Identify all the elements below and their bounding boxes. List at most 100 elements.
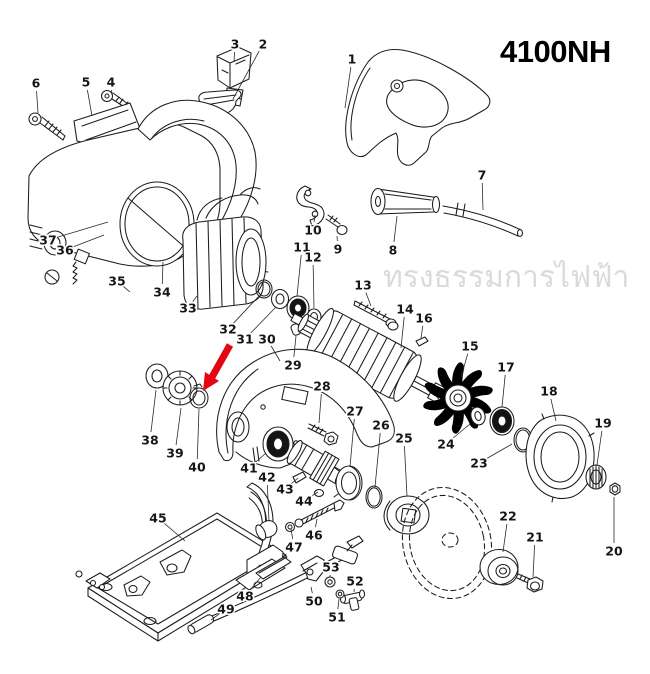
clamp-50-drawing	[300, 555, 325, 582]
part-number-4: 4	[107, 75, 116, 90]
clamp-10-drawing	[296, 185, 325, 227]
part-number-41: 41	[240, 461, 257, 476]
fan-15-drawing	[422, 361, 494, 435]
part-number-32: 32	[219, 322, 236, 337]
leader-line-6	[36, 90, 39, 114]
saw-blade-drawing	[401, 486, 493, 600]
part-number-46: 46	[305, 528, 323, 543]
part-number-26: 26	[372, 418, 390, 433]
part-number-3: 3	[231, 37, 240, 52]
nut-51-drawing	[335, 589, 345, 599]
leader-line-27	[349, 418, 355, 468]
part-number-10: 10	[304, 223, 322, 238]
part-number-29: 29	[284, 358, 301, 373]
part-number-45: 45	[149, 511, 166, 526]
part-number-30: 30	[258, 332, 276, 347]
leader-line-5	[86, 89, 93, 117]
part-number-11: 11	[293, 240, 310, 255]
leader-line-32	[233, 295, 260, 324]
leader-line-10	[313, 214, 316, 223]
bolt-21-drawing	[516, 573, 544, 593]
leader-line-41	[254, 452, 267, 464]
part-number-28: 28	[313, 379, 330, 394]
part-number-8: 8	[389, 243, 398, 258]
leader-line-37	[55, 221, 109, 239]
part-number-15: 15	[461, 339, 478, 354]
leader-line-33	[192, 295, 198, 302]
part-number-6: 6	[32, 76, 41, 91]
part-number-9: 9	[334, 242, 343, 257]
part-number-19: 19	[594, 416, 611, 431]
oring-32-drawing	[255, 279, 273, 299]
leader-line-46	[315, 518, 318, 528]
part-number-1: 1	[348, 52, 357, 67]
key-16-drawing	[415, 336, 429, 347]
leader-line-40	[196, 408, 200, 460]
highlight-arrow-shaft	[208, 343, 234, 379]
leader-lines	[36, 50, 615, 621]
part-number-21: 21	[526, 530, 543, 545]
part-number-34: 34	[153, 285, 171, 300]
leader-line-2	[232, 50, 260, 100]
ring-40-drawing	[189, 383, 209, 409]
leader-line-8	[393, 215, 398, 243]
part-number-23: 23	[470, 456, 487, 471]
part-number-17: 17	[497, 360, 514, 375]
part-number-2: 2	[259, 37, 268, 52]
spacer-42-drawing	[255, 520, 278, 541]
leader-line-13	[365, 292, 372, 307]
rod-49-drawing	[187, 614, 215, 635]
bushing-38-drawing	[145, 363, 169, 389]
part-number-25: 25	[395, 431, 412, 446]
bearing-cover-18-drawing	[525, 413, 596, 503]
leader-line-21	[532, 544, 536, 578]
part-number-5: 5	[82, 75, 91, 90]
part-number-49: 49	[217, 602, 234, 617]
part-number-27: 27	[346, 404, 363, 419]
tee-fitting-52-drawing	[339, 589, 366, 611]
part-number-31: 31	[236, 332, 253, 347]
part-number-18: 18	[540, 384, 557, 399]
part-number-labels: 1234567891011121314151617181920212223242…	[30, 35, 624, 626]
part-number-40: 40	[188, 460, 206, 475]
leader-line-14	[400, 316, 405, 349]
leader-line-45	[163, 522, 186, 542]
leader-line-12	[312, 264, 315, 309]
leader-line-43	[290, 477, 299, 485]
leader-line-49	[210, 613, 220, 621]
leader-line-1	[344, 66, 352, 109]
part-number-48: 48	[236, 589, 253, 604]
part-number-43: 43	[276, 482, 293, 497]
leader-line-11	[296, 254, 302, 297]
nut-20-drawing	[609, 482, 621, 496]
locknut-27-drawing	[333, 465, 363, 501]
part-number-53: 53	[322, 560, 339, 575]
part-number-36: 36	[56, 243, 74, 258]
leader-line-31	[250, 306, 277, 334]
motor-housing-34-drawing	[27, 99, 269, 273]
leader-line-17	[501, 374, 506, 408]
nut-53-drawing	[324, 576, 336, 588]
part-number-33: 33	[179, 301, 196, 316]
blade-guard-30-drawing	[216, 348, 395, 469]
knob-19-drawing	[585, 464, 607, 490]
leader-line-7	[481, 182, 484, 211]
leader-line-39	[175, 407, 182, 446]
part-number-24: 24	[437, 437, 455, 452]
part-number-44: 44	[295, 494, 313, 509]
leader-line-51	[337, 598, 340, 610]
valve-drawing	[331, 535, 364, 571]
leader-line-35	[122, 285, 131, 293]
leader-line-24	[451, 423, 471, 440]
bearing-41-drawing	[262, 426, 294, 462]
highlight-arrow-head	[203, 372, 219, 391]
rear-handle-1-drawing	[345, 49, 491, 166]
oring-26-drawing	[365, 485, 383, 509]
diagram-line-art	[27, 46, 621, 642]
rod-46-drawing	[294, 499, 345, 528]
stator-33-drawing	[182, 187, 267, 310]
part-number-14: 14	[396, 302, 414, 317]
part-number-7: 7	[478, 168, 487, 183]
outer-flange-22-drawing	[479, 548, 519, 586]
